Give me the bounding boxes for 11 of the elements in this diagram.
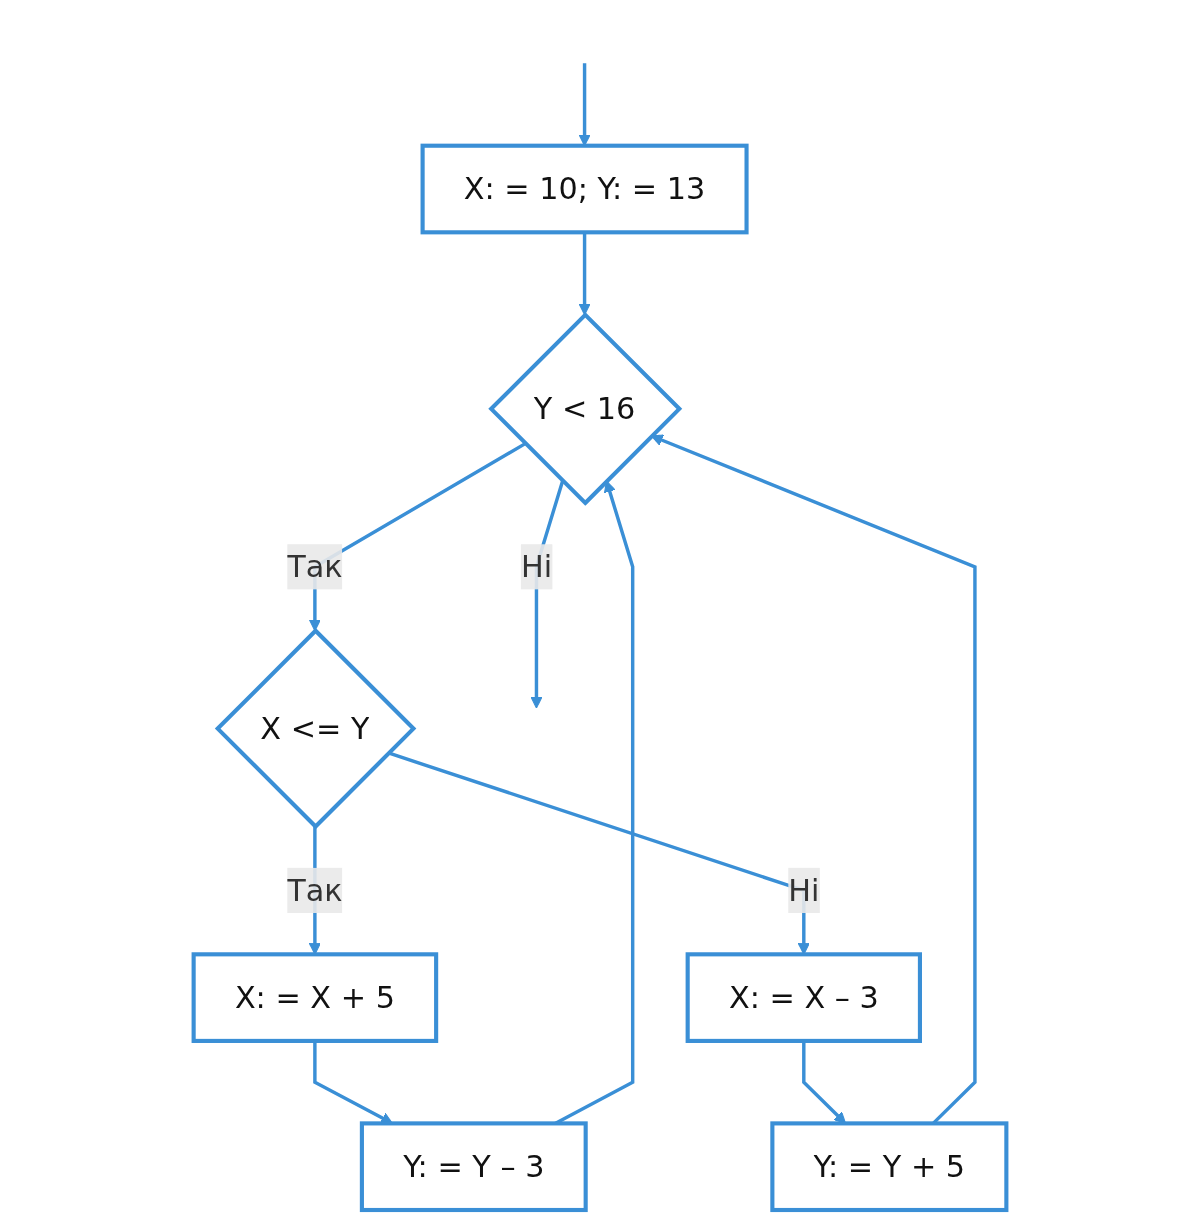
node-box: X: = X + 5 bbox=[191, 952, 439, 1043]
edge-label: Так bbox=[287, 549, 343, 585]
node-box: Y: = Y + 5 bbox=[770, 1121, 1009, 1213]
node-box: Y: = Y – 3 bbox=[359, 1121, 588, 1213]
edge-label: Так bbox=[287, 873, 343, 908]
node-diamond: X <= Y bbox=[214, 627, 417, 830]
node-box: X: = 10; Y: = 13 bbox=[420, 143, 749, 235]
node-box: X: = X – 3 bbox=[685, 952, 922, 1043]
edge-label: Ні bbox=[788, 873, 820, 908]
node-diamond: Y < 16 bbox=[488, 311, 683, 506]
edge-label: Ні bbox=[520, 549, 553, 585]
